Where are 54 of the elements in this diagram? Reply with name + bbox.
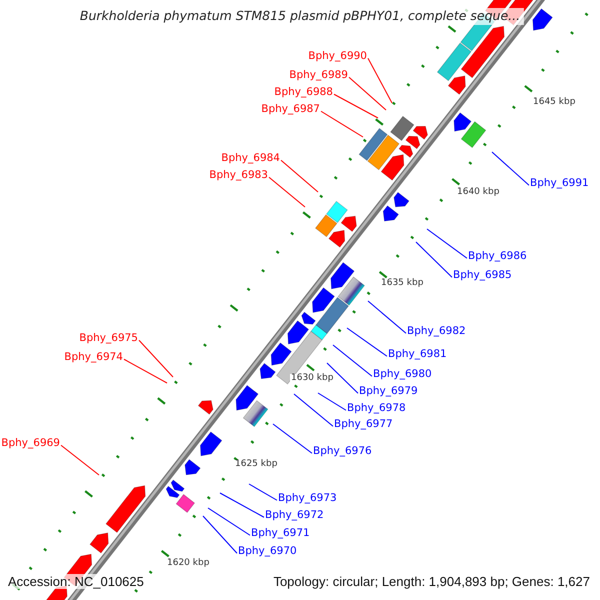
gene-label: Bphy_6986	[468, 251, 527, 262]
leader-line	[202, 516, 238, 554]
gene-label: Bphy_6975	[79, 333, 138, 344]
gene-label: Bphy_6982	[407, 326, 466, 336]
leader-line	[320, 110, 364, 138]
leader-line	[248, 484, 278, 501]
leader-line	[346, 328, 388, 357]
scale-label: 1645 kbp	[532, 98, 576, 107]
gene-label: Bphy_6969	[1, 438, 60, 448]
leader-line	[272, 424, 312, 454]
gene-label: Bphy_6977	[334, 419, 393, 430]
gene-label: Bphy_6973	[278, 493, 337, 504]
leader-line	[368, 58, 392, 104]
gene-label: Bphy_6980	[373, 369, 432, 380]
leader-line	[492, 152, 530, 186]
gene-label: Bphy_6976	[313, 446, 372, 456]
gene-label: Bphy_6985	[453, 270, 512, 280]
scale-label: 1630 kbp	[290, 374, 334, 383]
gene-label: Bphy_6991	[530, 178, 589, 188]
leader-line	[426, 228, 468, 259]
gene-label: Bphy_6987	[261, 104, 320, 114]
gene-label: Bphy_6988	[274, 87, 333, 98]
leader-line	[208, 508, 250, 536]
footer-text: Topology: circular; Length: 1,904,893 bp; Genes: 1,627	[271, 574, 592, 589]
scale-label: 1625 kbp	[234, 460, 278, 469]
leader-line	[318, 392, 346, 411]
gene-label: Bphy_6983	[209, 170, 268, 180]
gene-label: Bphy_6972	[265, 510, 324, 520]
leader-line	[280, 160, 318, 192]
leader-line	[416, 242, 452, 278]
leader-line	[368, 300, 406, 334]
leader-line	[124, 358, 168, 384]
leader-line	[332, 344, 372, 377]
leader-line	[294, 394, 334, 427]
gene-label: Bphy_6981	[388, 349, 447, 360]
gene-label: Bphy_6989	[289, 70, 348, 80]
leader-line	[60, 444, 100, 476]
footer-text: Accession: NC_010625	[6, 574, 146, 589]
gene-label: Bphy_6974	[64, 352, 123, 362]
gene-label: Bphy_6978	[347, 403, 406, 414]
gene-label: Bphy_6984	[221, 153, 280, 164]
scale-label: 1620 kbp	[166, 559, 210, 568]
leader-line	[220, 492, 264, 518]
gene-label: Bphy_6971	[251, 528, 310, 538]
gene-label: Bphy_6979	[359, 386, 418, 396]
leader-line	[334, 94, 378, 118]
scale-label: 1640 kbp	[456, 188, 500, 197]
leader-line	[348, 76, 386, 110]
gene-label: Bphy_6970	[238, 546, 297, 556]
scale-label: 1635 kbp	[380, 279, 424, 288]
leader-line	[326, 362, 358, 394]
gene-label: Bphy_6990	[308, 51, 367, 62]
leader-line	[268, 176, 306, 208]
leader-line	[138, 340, 174, 378]
